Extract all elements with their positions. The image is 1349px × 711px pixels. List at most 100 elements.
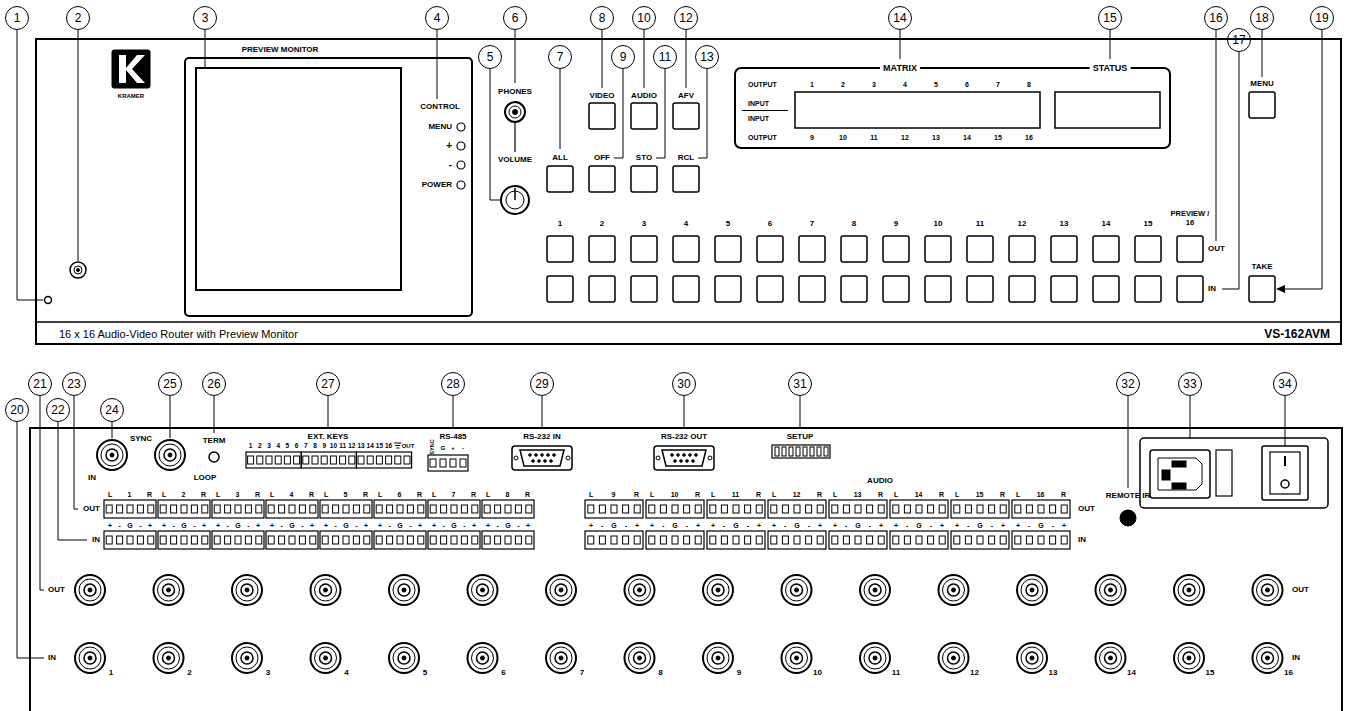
terminal-screw bbox=[623, 536, 629, 544]
push-button bbox=[1009, 236, 1035, 262]
push-button bbox=[1093, 276, 1119, 302]
dip-lever bbox=[775, 447, 779, 456]
bnc-pin bbox=[168, 453, 172, 457]
terminal-screw bbox=[771, 505, 777, 513]
callout-number: 30 bbox=[677, 378, 690, 390]
leader-line bbox=[542, 396, 543, 429]
db9-pin bbox=[553, 454, 556, 457]
terminal-screw bbox=[284, 456, 290, 464]
terminal-screw bbox=[855, 536, 861, 544]
control-led bbox=[457, 181, 465, 189]
terminal-screw bbox=[634, 536, 640, 544]
bnc-connector bbox=[939, 643, 969, 673]
panel-label: 16 bbox=[1025, 134, 1033, 141]
bnc-ring bbox=[84, 652, 96, 664]
bnc-pin bbox=[110, 453, 114, 457]
panel-label: 15 bbox=[994, 134, 1002, 141]
callout-circle: 8 bbox=[590, 6, 614, 30]
terminal-screw bbox=[387, 505, 393, 513]
panel-label: 1 bbox=[109, 669, 113, 677]
terminal-screw bbox=[794, 505, 800, 513]
panel-label: STO bbox=[636, 154, 652, 162]
bnc-connector bbox=[1253, 643, 1283, 673]
callout-circle: 13 bbox=[695, 45, 719, 69]
kramer-logo-k bbox=[119, 55, 126, 83]
audio-terminal-block bbox=[482, 500, 534, 518]
panel-label: IN bbox=[48, 654, 56, 662]
bnc-pin bbox=[245, 588, 249, 592]
terminal-screw bbox=[387, 536, 393, 544]
terminal-screw bbox=[257, 456, 263, 464]
iec-pin bbox=[1162, 470, 1170, 480]
terminal-screw bbox=[376, 536, 382, 544]
bnc-connector bbox=[782, 575, 812, 605]
callout-number: 9 bbox=[620, 51, 627, 63]
panel-label: L 2 R bbox=[162, 491, 206, 498]
panel-label: MENU bbox=[1250, 80, 1274, 88]
panel-label: 7 bbox=[810, 220, 814, 228]
bnc-connector bbox=[155, 440, 185, 470]
terminal-screw bbox=[660, 505, 666, 513]
bnc-ring bbox=[315, 579, 337, 601]
terminal-screw bbox=[928, 536, 934, 544]
control-led bbox=[457, 123, 465, 131]
terminal-screw bbox=[817, 536, 823, 544]
bnc-connector bbox=[97, 440, 127, 470]
bnc-pin bbox=[1187, 588, 1191, 592]
terminal-screw bbox=[832, 505, 838, 513]
panel-label: L 13 R bbox=[833, 491, 883, 498]
terminal-screw bbox=[1015, 536, 1021, 544]
terminal-screw bbox=[299, 536, 305, 544]
bnc-pin bbox=[1030, 588, 1034, 592]
phones-jack-pin bbox=[513, 110, 518, 115]
terminal-screw bbox=[916, 505, 922, 513]
callout-number: 12 bbox=[679, 12, 692, 24]
panel-label: 10 bbox=[813, 669, 822, 677]
panel-label: 8 bbox=[658, 669, 662, 677]
push-button bbox=[1249, 92, 1275, 118]
push-button bbox=[715, 236, 741, 262]
db9-pin bbox=[680, 460, 683, 463]
bnc-connector bbox=[389, 643, 419, 673]
bnc-connector bbox=[1096, 575, 1126, 605]
panel-label: L 15 R bbox=[955, 491, 1005, 498]
terminal-screw bbox=[1050, 505, 1056, 513]
bnc-ring bbox=[241, 584, 253, 596]
bnc-pin bbox=[402, 656, 406, 660]
panel-label: 14 bbox=[1127, 669, 1136, 677]
callout-number: 24 bbox=[105, 404, 118, 416]
terminal-screw bbox=[843, 505, 849, 513]
terminal-screw bbox=[878, 536, 884, 544]
terminal-screw bbox=[904, 505, 910, 513]
callout-circle: 14 bbox=[888, 6, 912, 30]
panel-label: 10 bbox=[934, 220, 943, 228]
terminal-screw bbox=[245, 505, 251, 513]
callout-circle: 26 bbox=[202, 372, 226, 396]
leader-line bbox=[170, 396, 171, 438]
bnc-connector bbox=[1174, 643, 1204, 673]
push-button bbox=[673, 166, 699, 192]
bnc-ring bbox=[1257, 647, 1279, 669]
leader-line bbox=[58, 422, 87, 540]
terminal-screw bbox=[376, 456, 382, 464]
audio-terminal-block bbox=[1012, 500, 1070, 518]
bnc-pin bbox=[952, 588, 956, 592]
terminal-screw bbox=[266, 456, 272, 464]
terminal-screw bbox=[756, 536, 762, 544]
db9-pin bbox=[686, 460, 689, 463]
push-button bbox=[1009, 276, 1035, 302]
terminal-screw bbox=[843, 536, 849, 544]
bnc-ring bbox=[1262, 584, 1274, 596]
leader-line bbox=[684, 396, 685, 429]
panel-label: 12 bbox=[970, 669, 979, 677]
audio-terminal-block bbox=[266, 500, 318, 518]
status-window bbox=[1055, 92, 1160, 128]
push-button bbox=[631, 236, 657, 262]
terminal-screw bbox=[235, 505, 241, 513]
terminal-screw bbox=[321, 456, 327, 464]
control-led bbox=[457, 161, 465, 169]
terminal-screw bbox=[745, 505, 751, 513]
ir-led bbox=[45, 297, 52, 304]
terminal-screw bbox=[245, 536, 251, 544]
audio-terminal-block bbox=[158, 531, 210, 549]
